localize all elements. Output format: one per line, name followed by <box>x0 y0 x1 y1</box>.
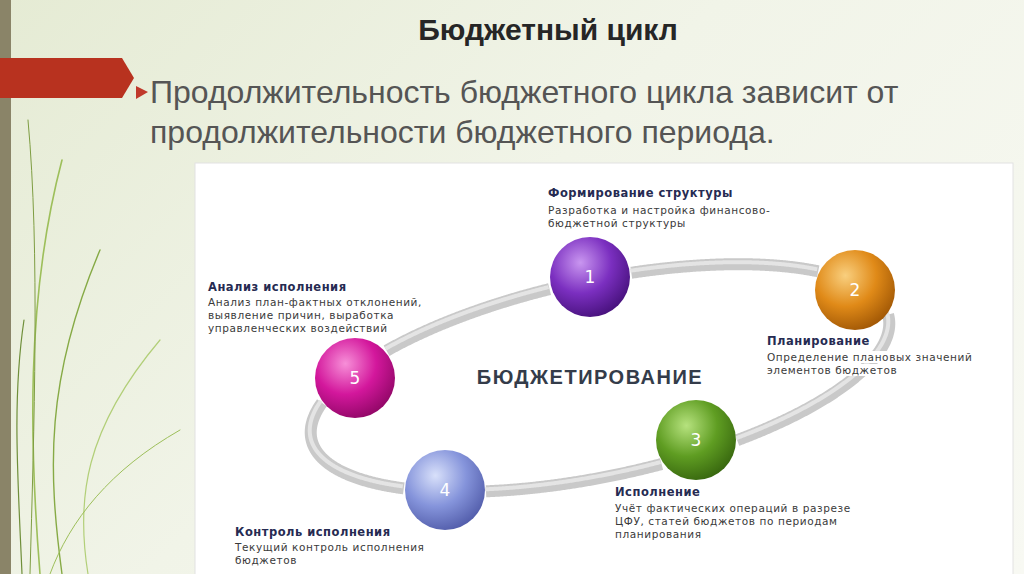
heading-holder: Контроль исполнения <box>235 525 391 539</box>
step-description: Анализ план-фактных отклонений, выявлени… <box>208 296 422 334</box>
circle-fill <box>405 450 485 530</box>
heading-holder: Формирование структуры <box>548 186 733 200</box>
step-number: 1 <box>585 267 596 287</box>
heading-holder: Анализ исполнения <box>208 280 347 294</box>
step-description: Учёт фактических операций в разрезе ЦФУ,… <box>615 502 851 540</box>
description-holder: Разработка и настройка финансово-бюджетн… <box>548 204 813 230</box>
center-label: БЮДЖЕТИРОВАНИЕ <box>460 366 720 389</box>
heading-holder: Исполнение <box>615 485 700 499</box>
step-heading: Анализ исполнения <box>208 280 347 294</box>
ring-highlight <box>630 262 817 271</box>
heading-holder: Планирование <box>767 334 870 348</box>
number-holder: 5 <box>314 337 396 419</box>
ring-band <box>737 315 889 441</box>
circle-fill <box>550 237 630 317</box>
step-heading: Контроль исполнения <box>235 525 391 539</box>
stage-circle: 1Формирование структурыРазработка и наст… <box>549 236 631 318</box>
ring-segment <box>736 313 889 441</box>
circle-fill <box>815 250 895 330</box>
step-number: 5 <box>350 368 361 388</box>
description-holder: Анализ план-фактных отклонений, выявлени… <box>208 296 478 334</box>
stage-circle: 2ПланированиеОпределение плановых значен… <box>814 249 896 331</box>
step-heading: Планирование <box>767 334 870 348</box>
circle-fill <box>315 338 395 418</box>
bullet-arrow <box>136 86 148 99</box>
bullet-text: Продолжительность бюджетного цикла завис… <box>150 72 1018 152</box>
step-description: Разработка и настройка финансово-бюджетн… <box>548 204 770 229</box>
number-holder: 4 <box>404 449 486 531</box>
ring-segment <box>630 262 818 273</box>
step-number: 4 <box>440 480 451 500</box>
description-holder: Текущий контроль исполнения бюджетов <box>235 541 485 567</box>
step-number: 3 <box>691 430 702 450</box>
description-holder: Учёт фактических операций в разрезе ЦФУ,… <box>615 502 880 540</box>
stage-circle: 3ИсполнениеУчёт фактических операций в р… <box>655 399 737 481</box>
step-number: 2 <box>850 280 861 300</box>
number-holder: 1 <box>549 236 631 318</box>
stage-circle: 5Анализ исполненияАнализ план-фактных от… <box>314 337 396 419</box>
step-heading: Исполнение <box>615 485 700 499</box>
step-heading: Формирование структуры <box>548 186 733 200</box>
title-tab <box>0 58 134 98</box>
diagram-panel <box>195 163 1013 574</box>
description-holder: Определение плановых значений элементов … <box>767 351 1012 377</box>
stage-circle: 4Контроль исполненияТекущий контроль исп… <box>404 449 486 531</box>
step-description: Текущий контроль исполнения бюджетов <box>235 541 425 566</box>
number-holder: 3 <box>655 399 737 481</box>
slide-title: Бюджетный цикл <box>248 13 848 47</box>
grass-lines <box>17 120 180 574</box>
number-holder: 2 <box>814 249 896 331</box>
circle-fill <box>656 400 736 480</box>
step-description: Определение плановых значений элементов … <box>767 351 972 376</box>
